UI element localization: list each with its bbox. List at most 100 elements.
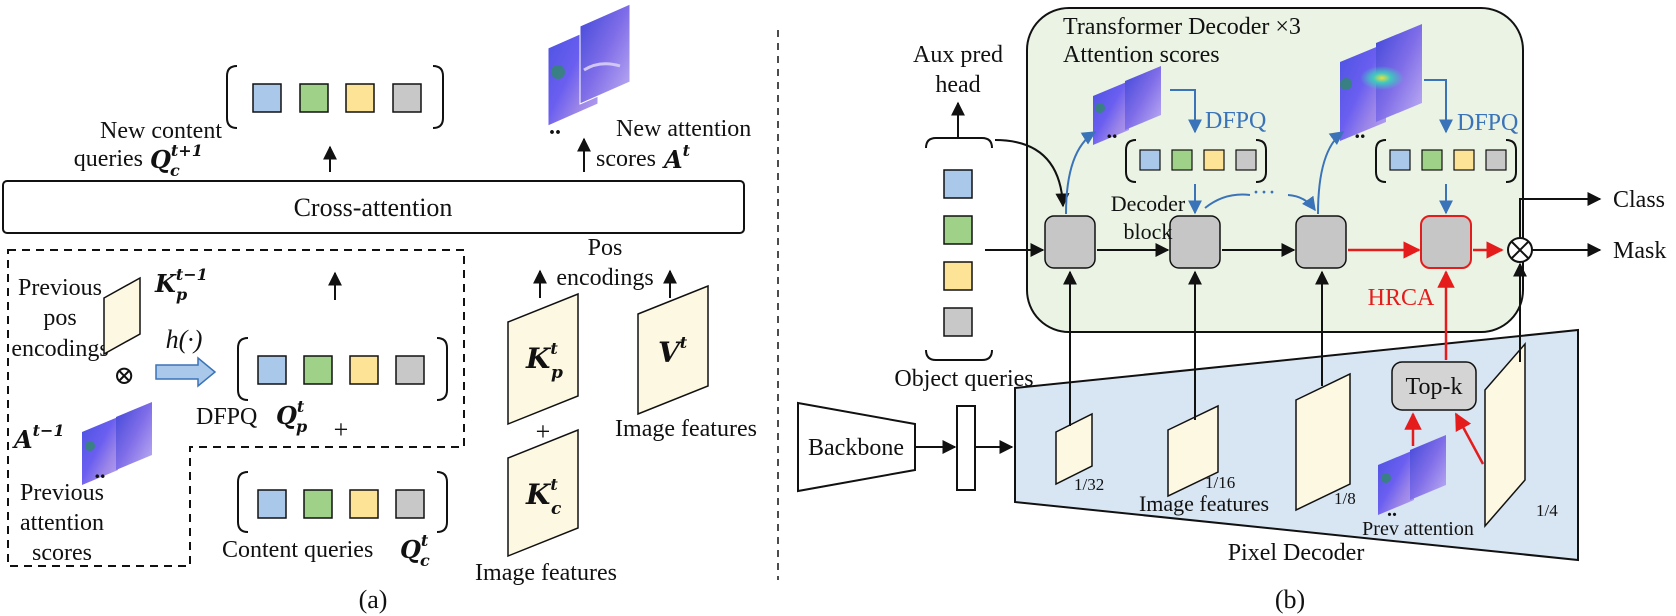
object-query-blue xyxy=(943,169,973,199)
kp-prev-subscript: p xyxy=(176,285,187,304)
blue-dfpq-arrow-2 xyxy=(1424,79,1453,134)
aux-label-2: head xyxy=(935,72,980,98)
attention-images-1 xyxy=(1093,66,1161,145)
scale-8-label: 1/8 xyxy=(1334,489,1356,508)
feature-map-1-4 xyxy=(1484,341,1526,529)
object-query-gray xyxy=(943,307,973,337)
arrow-aux-to-block xyxy=(994,139,1070,208)
new-content-label-2: queries xyxy=(74,146,143,172)
content-query-green xyxy=(303,489,333,519)
attention-dots-1: .. xyxy=(1107,118,1118,143)
decoder-block-label-2: block xyxy=(1124,219,1173,244)
new-attention-images xyxy=(547,3,631,127)
feature-map-1-32 xyxy=(1055,412,1093,486)
otimes-a: ⊗ xyxy=(113,361,135,390)
new-content-queries-group xyxy=(226,65,444,129)
kct-subscript: c xyxy=(551,499,562,519)
backbone-block xyxy=(797,401,916,493)
qp-subscript: p xyxy=(296,417,307,436)
caption-a: (a) xyxy=(359,585,388,614)
prev-attention-dots-b: .. xyxy=(1387,499,1397,521)
new-content-subscript: c xyxy=(170,161,180,180)
pos-query-blue xyxy=(257,355,287,385)
query-blue xyxy=(252,83,282,113)
v-symbol: Vt xyxy=(658,333,688,369)
query-green xyxy=(299,83,329,113)
pos-query-green xyxy=(303,355,333,385)
v-feature xyxy=(637,284,709,416)
pos-queries-group xyxy=(237,337,448,401)
query-yellow xyxy=(345,83,375,113)
new-attention-symbol: At xyxy=(662,141,691,174)
h-function: h(·) xyxy=(166,325,203,354)
decoder-block-label-1: Decoder xyxy=(1111,191,1186,216)
prev-att-label-2: attention xyxy=(20,510,104,536)
prev-pos-label-3: encodings xyxy=(11,336,108,362)
plus-a-2: + xyxy=(536,417,551,446)
decoder-block-1 xyxy=(1044,215,1096,269)
qp-symbol: Qt xyxy=(276,397,305,430)
attention-dots-2: .. xyxy=(1355,118,1366,143)
pixel-decoder-label: Pixel Decoder xyxy=(1228,540,1365,566)
blue-dfpq-arrow-1 xyxy=(1170,89,1202,134)
content-query-gray xyxy=(395,489,425,519)
scale-4-label: 1/4 xyxy=(1536,501,1558,520)
kpt-subscript: p xyxy=(551,363,563,383)
decoder-title-2: Attention scores xyxy=(1063,42,1220,68)
prev-attention-label-b: Prev attention xyxy=(1362,518,1474,540)
object-queries-label: Object queries xyxy=(894,366,1033,392)
dfpq-label-b2: DFPQ xyxy=(1457,110,1518,136)
cross-attention-box xyxy=(2,180,745,234)
content-queries-group xyxy=(237,471,448,533)
blue-dotted-arrow xyxy=(1204,193,1251,209)
content-queries-label: Content queries xyxy=(222,537,373,563)
caption-b: (b) xyxy=(1275,585,1305,614)
dfpq-queries-group-2 xyxy=(1375,139,1517,183)
image-features-label-1: Image features xyxy=(475,560,617,586)
decoder-block-3 xyxy=(1295,215,1347,269)
content-query-yellow xyxy=(349,489,379,519)
red-arrow-fm4-to-topk xyxy=(1454,412,1485,465)
dfpq-queries-group-1 xyxy=(1125,139,1267,183)
object-query-yellow xyxy=(943,261,973,291)
attention-images-2 xyxy=(1340,24,1422,141)
image-features-label-2: Image features xyxy=(615,416,757,442)
prev-attention-images xyxy=(82,402,152,485)
decoder-block-hrca xyxy=(1420,215,1472,269)
scale-16-label: 1/16 xyxy=(1205,473,1235,492)
hrca-label: HRCA xyxy=(1368,285,1435,311)
feature-map-1-8 xyxy=(1295,372,1351,512)
pos-query-gray xyxy=(395,355,425,385)
prev-pos-label-1: Previous xyxy=(18,275,102,301)
blue-ellipsis: ··· xyxy=(1252,180,1276,206)
qc-subscript: c xyxy=(420,551,430,570)
new-attention-label-2: scores xyxy=(596,146,656,172)
cross-attention-label: Cross-attention xyxy=(294,193,453,222)
qc-symbol: Qt xyxy=(400,531,429,564)
kct-feature xyxy=(507,428,579,558)
kct-symbol: Kt xyxy=(525,475,558,511)
query-gray xyxy=(392,83,422,113)
blue-arrow-block1-to-images xyxy=(1065,131,1097,215)
pos-enc-label-2: encodings xyxy=(556,265,653,291)
prev-attention-images-b xyxy=(1378,435,1446,515)
topk-block xyxy=(1391,361,1477,411)
arrow-to-class xyxy=(1519,192,1602,238)
kpt-feature xyxy=(507,292,579,426)
blue-arrow-block3-to-images xyxy=(1317,131,1345,215)
kp-prev-symbol: Kt−1 xyxy=(154,265,208,298)
blue-dotted-arrow-2 xyxy=(1287,194,1316,212)
kpt-symbol: Kt xyxy=(525,339,558,375)
feature-map-1-16 xyxy=(1167,404,1219,498)
prev-att-label-1: Previous xyxy=(20,480,104,506)
panel-b: Pixel Decoder Transformer Decoder ×3 Att… xyxy=(797,7,1666,614)
image-features-label-b: Image features xyxy=(1139,491,1269,516)
object-queries-group xyxy=(925,137,993,361)
plus-a-1: + xyxy=(334,415,349,444)
decoder-block-2 xyxy=(1169,215,1221,269)
decoder-title-1: Transformer Decoder ×3 xyxy=(1063,14,1301,40)
aux-label-1: Aux pred xyxy=(913,42,1003,68)
object-query-green xyxy=(943,215,973,245)
panel-a: Cross-attention New content queries Qt+1… xyxy=(2,3,757,614)
